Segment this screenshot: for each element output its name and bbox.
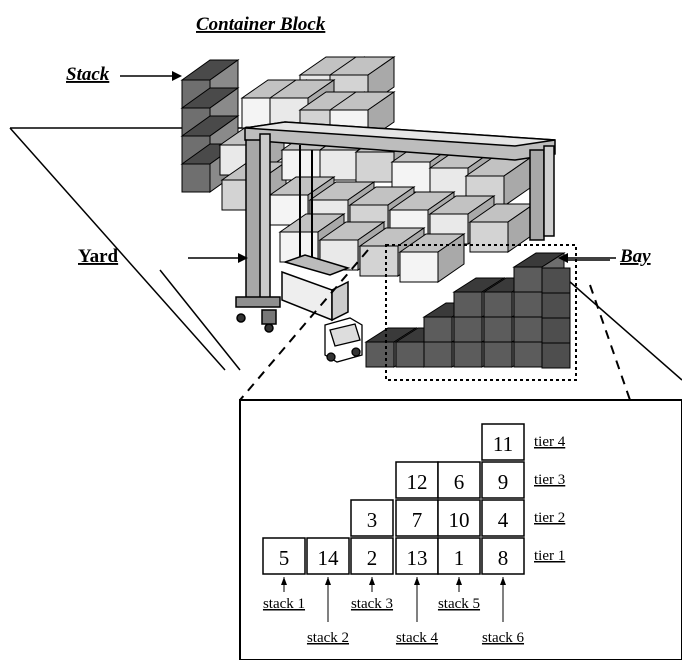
tier-label: tier 4	[534, 434, 566, 450]
stack-label: stack 3	[351, 596, 393, 612]
bay-container-number: 13	[407, 546, 428, 570]
bay-container-number: 2	[367, 546, 378, 570]
stack-pointer-head	[281, 577, 287, 585]
container-bay-side	[541, 292, 571, 319]
bay-container-number: 10	[449, 508, 470, 532]
stack-pointer-head	[500, 577, 506, 585]
bay-container-number: 8	[498, 546, 509, 570]
bay-highlight-box	[385, 244, 577, 381]
stack-arrow-head	[172, 71, 182, 81]
tier-label: tier 3	[534, 472, 565, 488]
container-bay-side	[541, 267, 571, 294]
tier-label: tier 1	[534, 548, 565, 564]
bay-container-number: 6	[454, 470, 465, 494]
bay-container-cell	[481, 423, 525, 461]
stack-pointer-head	[325, 577, 331, 585]
bay-container-cell	[306, 537, 350, 575]
gantry-crane	[235, 121, 556, 333]
bay-container-number: 3	[367, 508, 378, 532]
bay-container-cell	[350, 537, 394, 575]
bay-container-cell	[481, 537, 525, 575]
bay-containers	[364, 252, 571, 369]
title-container-block: Container Block	[196, 14, 326, 35]
bay-container-cell	[262, 537, 306, 575]
truck	[324, 317, 363, 363]
background-containers	[180, 56, 536, 283]
bay-container-number: 12	[407, 470, 428, 494]
stack-label: stack 4	[396, 630, 439, 646]
bay-container-cell	[395, 461, 439, 499]
yard-arrow-head	[238, 253, 248, 263]
bay-container-number: 7	[412, 508, 423, 532]
bay-container-number: 5	[279, 546, 290, 570]
bay-container-cell	[481, 499, 525, 537]
bay-container-cell	[395, 499, 439, 537]
stack-label: stack 1	[263, 596, 305, 612]
bay-container-cell	[481, 461, 525, 499]
bay-container-cell	[350, 499, 394, 537]
stack-label: stack 6	[482, 630, 525, 646]
bay-container-cell	[437, 537, 481, 575]
stack-pointer-head	[414, 577, 420, 585]
bay-container-number: 14	[318, 546, 340, 570]
label-stack: Stack	[66, 64, 110, 85]
label-yard: Yard	[78, 246, 119, 267]
zoom-lines	[239, 249, 631, 401]
bay-container-number: 11	[493, 432, 513, 456]
stack-label: stack 5	[438, 596, 480, 612]
container-background	[468, 203, 536, 253]
bay-container-number: 1	[454, 546, 465, 570]
container-bay-side	[541, 317, 571, 344]
bay-container-number: 4	[498, 508, 509, 532]
bay-arrow-head	[558, 253, 568, 263]
tier-label: tier 2	[534, 510, 565, 526]
label-bay: Bay	[619, 246, 651, 267]
container-bay-side	[541, 342, 571, 369]
bay-container-number: 9	[498, 470, 509, 494]
stack-label: stack 2	[307, 630, 349, 646]
stack-pointer-head	[456, 577, 462, 585]
bay-container-cell	[437, 499, 481, 537]
container-background	[398, 233, 466, 283]
bay-container-cell	[437, 461, 481, 499]
stack-pointer-head	[369, 577, 375, 585]
